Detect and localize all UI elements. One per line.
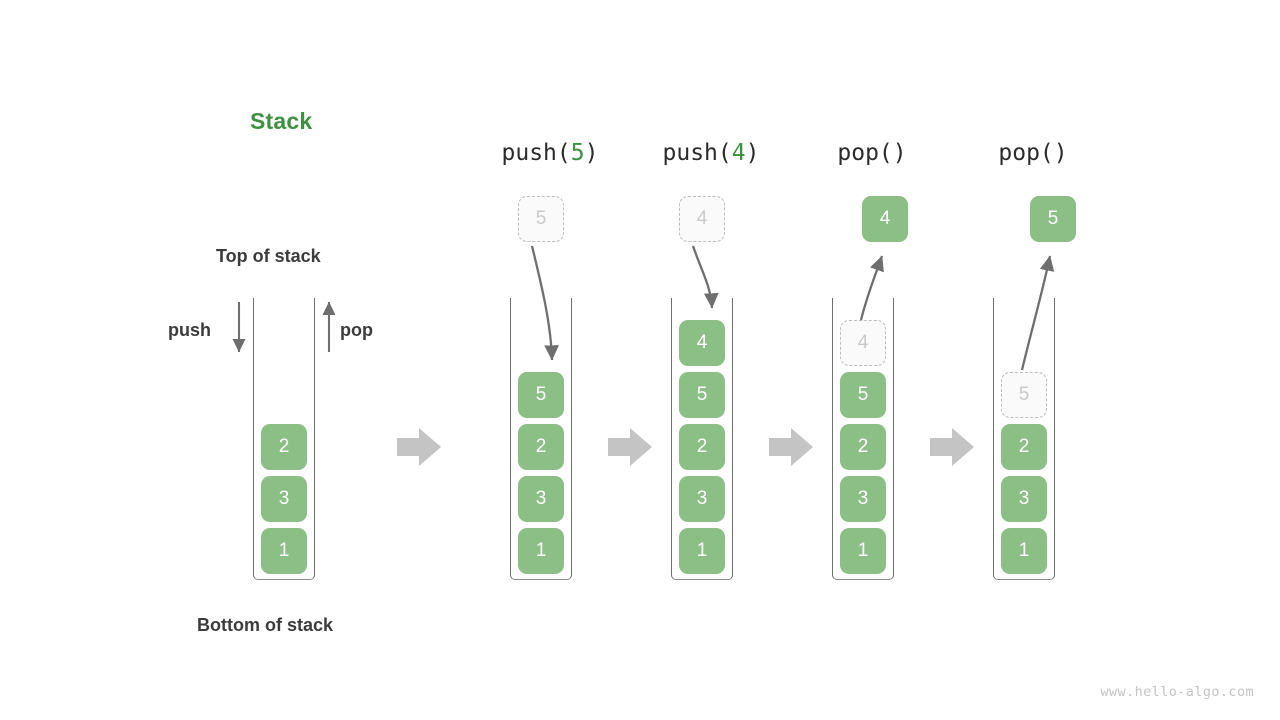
stack-item: 3 [518, 476, 564, 522]
external-ghost-box: 5 [518, 196, 564, 242]
op-suffix: ) [1053, 140, 1068, 166]
op-accent: 4 [731, 140, 746, 166]
op-prefix: pop( [837, 140, 893, 166]
external-popped-box: 4 [862, 196, 908, 242]
label-pop: pop [340, 320, 373, 340]
step-arrow-icon [397, 428, 441, 466]
stack-item: 2 [1001, 424, 1047, 470]
stack-item: 5 [840, 372, 886, 418]
stack-item: 3 [679, 476, 725, 522]
label-top-of-stack: Top of stack [216, 246, 321, 266]
stack-item-ghost: 4 [840, 320, 886, 366]
op-suffix: ) [892, 140, 907, 166]
step-column-pop-4: pop() 4 4 5 2 3 1 [782, 0, 962, 720]
stack-item: 2 [679, 424, 725, 470]
stack-item: 2 [840, 424, 886, 470]
watermark: www.hello-algo.com [1100, 684, 1254, 700]
page-title: Stack [250, 108, 313, 134]
label-bottom-of-stack: Bottom of stack [197, 615, 334, 635]
stack-item: 3 [261, 476, 307, 522]
stack-item: 1 [261, 528, 307, 574]
op-accent: 5 [570, 140, 585, 166]
op-suffix: ) [745, 140, 760, 166]
op-prefix: push( [662, 140, 732, 166]
op-title-pop-5: pop() [943, 140, 1123, 166]
stack-item: 2 [261, 424, 307, 470]
stack-item: 1 [518, 528, 564, 574]
step-column-push-4: push(4) 4 4 5 2 3 1 [621, 0, 801, 720]
stack-item: 2 [518, 424, 564, 470]
stack-item: 5 [679, 372, 725, 418]
label-push: push [168, 320, 211, 340]
step-column-push-5: push(5) 5 5 2 3 1 [460, 0, 640, 720]
step-column-pop-5: pop() 5 5 2 3 1 [943, 0, 1123, 720]
op-title-push-4: push(4) [621, 140, 801, 166]
stack-item: 1 [840, 528, 886, 574]
stack-item: 3 [840, 476, 886, 522]
stack-container [510, 298, 572, 580]
stack-container [993, 298, 1055, 580]
op-suffix: ) [584, 140, 599, 166]
op-title-pop-4: pop() [782, 140, 962, 166]
stack-item: 3 [1001, 476, 1047, 522]
stack-item: 5 [518, 372, 564, 418]
stack-item-ghost: 5 [1001, 372, 1047, 418]
stack-container [832, 298, 894, 580]
stack-item: 1 [679, 528, 725, 574]
op-title-push-5: push(5) [460, 140, 640, 166]
initial-stack-column: 2 3 1 [222, 0, 402, 720]
external-popped-box: 5 [1030, 196, 1076, 242]
op-prefix: push( [501, 140, 571, 166]
op-prefix: pop( [998, 140, 1054, 166]
stack-container [671, 298, 733, 580]
stack-item: 1 [1001, 528, 1047, 574]
stack-item: 4 [679, 320, 725, 366]
stack-container [253, 298, 315, 580]
external-ghost-box: 4 [679, 196, 725, 242]
